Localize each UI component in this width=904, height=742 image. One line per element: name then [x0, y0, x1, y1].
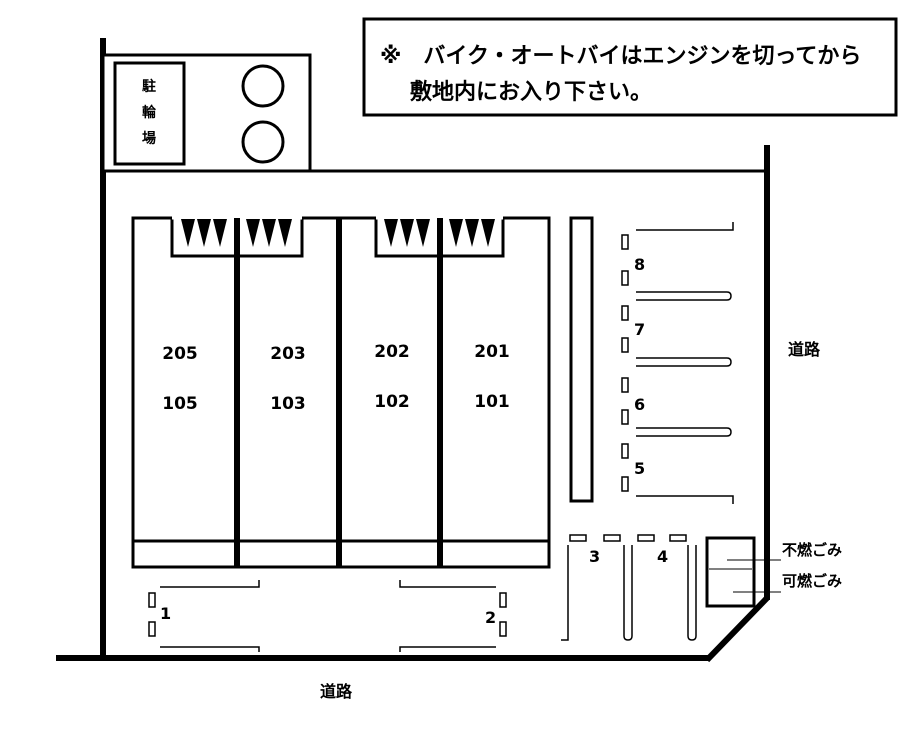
notice-line1: ※ バイク・オートバイはエンジンを切ってから — [380, 44, 861, 69]
notice-box: ※ バイク・オートバイはエンジンを切ってから 敷地内にお入り下さい。 — [362, 17, 898, 117]
notice-line2: 敷地内にお入り下さい。 — [410, 79, 652, 105]
utility-circle-bottom — [241, 120, 285, 164]
parking-space-5-label: 5 — [634, 459, 645, 478]
wheel-stop — [637, 534, 655, 542]
parking-line-3-left — [561, 545, 569, 641]
parking-divider-7-6 — [636, 357, 732, 367]
unit-202-label: 202 — [374, 342, 410, 362]
wheel-stop — [621, 337, 629, 353]
wheel-stop — [148, 592, 156, 608]
entrance-arrow-icon — [449, 219, 463, 247]
wheel-stop — [148, 621, 156, 637]
garbage-box — [705, 536, 756, 608]
parking-line-1-bottom — [160, 646, 260, 652]
wheel-stop — [621, 476, 629, 492]
parking-space-3-label: 3 — [589, 547, 600, 566]
burnable-garbage-label: 可燃ごみ — [782, 572, 842, 590]
parking-space-1-label: 1 — [160, 604, 171, 623]
parking-island — [569, 216, 594, 503]
unit-103-label: 103 — [270, 394, 306, 414]
parking-divider-8-7 — [636, 291, 732, 301]
wheel-stop — [621, 443, 629, 459]
entrance-arrow-icon — [181, 219, 195, 247]
parking-divider-3-4 — [623, 545, 633, 641]
unit-201-label: 201 — [474, 342, 510, 362]
road-label-right: 道路 — [788, 340, 821, 359]
entrance-arrows-left — [181, 219, 292, 247]
bicycle-label-char-1: 駐 — [142, 78, 156, 95]
entrance-arrow-icon — [213, 219, 227, 247]
wheel-stop — [621, 377, 629, 393]
apartment-building: 205 105 203 103 202 102 201 101 — [131, 216, 551, 569]
unit-105-label: 105 — [162, 394, 198, 414]
wheel-stop — [621, 409, 629, 425]
parking-line-4-right — [687, 545, 697, 641]
parking-space-6-label: 6 — [634, 395, 645, 414]
parking-divider-6-5 — [636, 427, 732, 437]
entrance-arrow-icon — [246, 219, 260, 247]
wheel-stop — [621, 234, 629, 250]
parking-line-2-top — [399, 580, 496, 588]
garbage-station: 不燃ごみ 可燃ごみ — [705, 536, 842, 608]
parking-spaces-bottom-left — [148, 580, 507, 652]
notice-frame — [362, 17, 898, 117]
non-burnable-garbage-label: 不燃ごみ — [782, 541, 842, 559]
bicycle-label-char-2: 輪 — [142, 104, 157, 121]
bicycle-parking-box — [113, 61, 186, 166]
unit-102-label: 102 — [374, 392, 410, 412]
unit-203-label: 203 — [270, 344, 306, 364]
utility-circle-top — [241, 64, 285, 108]
corner-diagonal-wall — [704, 595, 770, 663]
wheel-stop — [603, 534, 621, 542]
entrance-arrow-icon — [416, 219, 430, 247]
parking-line-2-bottom — [399, 646, 496, 652]
entrance-arrow-icon — [262, 219, 276, 247]
wheel-stop — [621, 270, 629, 286]
parking-line-1-top — [160, 580, 260, 588]
parking-space-7-label: 7 — [634, 320, 645, 339]
entrance-arrow-icon — [465, 219, 479, 247]
parking-space-8-label: 8 — [634, 255, 645, 274]
unit-205-label: 205 — [162, 344, 198, 364]
bicycle-parking-area: 駐 輪 場 — [101, 53, 312, 173]
parking-spaces-bottom-right — [561, 534, 697, 641]
bicycle-label-char-3: 場 — [142, 130, 156, 147]
entrance-arrow-icon — [400, 219, 414, 247]
unit-101-label: 101 — [474, 392, 510, 412]
wheel-stop — [499, 592, 507, 608]
entrance-arrow-icon — [384, 219, 398, 247]
road-label-bottom: 道路 — [320, 682, 353, 701]
parking-spaces-right — [621, 222, 734, 504]
parking-line-top — [636, 222, 734, 231]
wheel-stop — [621, 305, 629, 321]
wheel-stop — [669, 534, 687, 542]
entrance-arrow-icon — [481, 219, 495, 247]
parking-line-bottom — [636, 495, 734, 504]
entrance-arrows-right — [384, 219, 495, 247]
entrance-arrow-icon — [278, 219, 292, 247]
parking-space-4-label: 4 — [657, 547, 668, 566]
wheel-stop — [499, 621, 507, 637]
parking-space-2-label: 2 — [485, 608, 496, 627]
entrance-arrow-icon — [197, 219, 211, 247]
wheel-stop — [569, 534, 587, 542]
